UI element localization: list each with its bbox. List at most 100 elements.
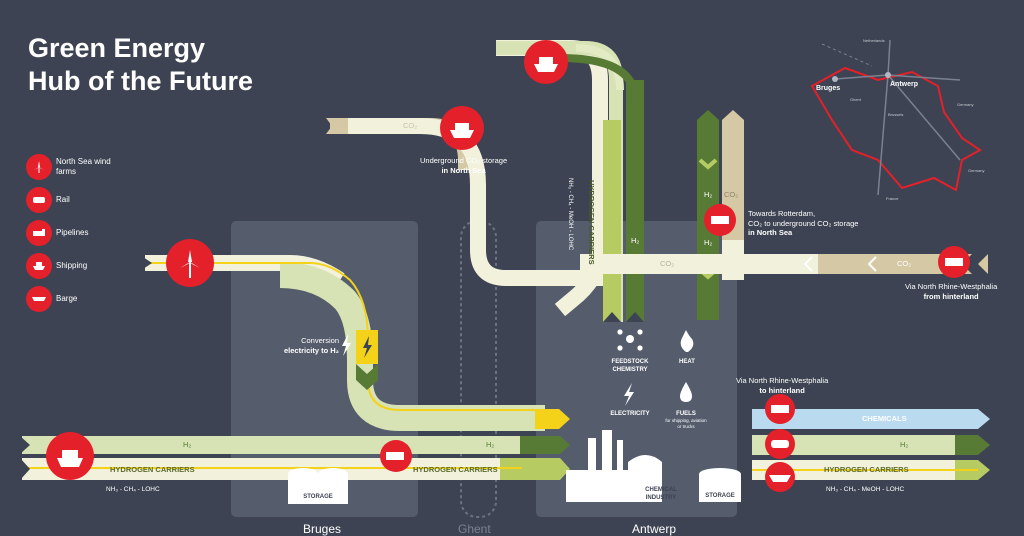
carriers-label-left: HYDROGEN CARRIERS bbox=[110, 465, 195, 474]
chemical-line1: CHEMICAL bbox=[645, 487, 677, 493]
legend-item-shipping: Shipping bbox=[26, 249, 116, 282]
pipeline-icon-mid bbox=[380, 440, 412, 472]
carriers-vertical-lime-bar bbox=[603, 120, 621, 322]
rotterdam-line1: Towards Rotterdam, bbox=[748, 209, 816, 218]
page-title: Green Energy Hub of the Future bbox=[28, 32, 253, 98]
pipeline-icon-chemicals bbox=[765, 394, 795, 424]
h2-stream-right-tip bbox=[978, 435, 990, 455]
heat-label: HEAT bbox=[679, 359, 695, 365]
lightning-icon bbox=[624, 383, 634, 406]
h2-column-dark-top bbox=[697, 110, 719, 120]
co2-storage-line2: in North Sea bbox=[441, 165, 486, 175]
carriers-label-vertical: HYDROGEN CARRIERS bbox=[587, 180, 596, 265]
feedstock-line1: FEEDSTOCK bbox=[611, 359, 649, 365]
fuels-sub1: for shipping, aviation bbox=[665, 418, 707, 423]
h2-stream-left-dark bbox=[520, 436, 560, 454]
co2-storage-label: Underground CO₂ storage in North Sea bbox=[420, 156, 507, 175]
legend-label: Barge bbox=[56, 293, 78, 303]
storage-label-bruges: STORAGE bbox=[303, 494, 333, 500]
chemicals-stream-tip bbox=[978, 409, 990, 429]
carriers-label-right: HYDROGEN CARRIERS bbox=[824, 465, 909, 474]
h2-label-right: H₂ bbox=[900, 440, 909, 449]
nrw-dest-label: Via North Rhine-Westphalia to hinterland bbox=[736, 376, 828, 395]
nrw-dest-line1: Via North Rhine-Westphalia bbox=[736, 376, 829, 385]
pipeline-icon-rotterdam bbox=[704, 204, 736, 236]
barge-icon bbox=[26, 285, 52, 312]
fuels-sub2: or trucks bbox=[677, 423, 695, 429]
molecule-icon bbox=[617, 329, 643, 351]
chemical-industry-label: CHEMICAL INDUSTRY bbox=[636, 486, 686, 502]
chemical-line2: INDUSTRY bbox=[645, 495, 677, 501]
storage-tank-bruges bbox=[288, 468, 348, 504]
chemicals-label: CHEMICALS bbox=[862, 414, 907, 423]
lightning-conversion-icon bbox=[342, 334, 351, 356]
flame-icon bbox=[680, 330, 694, 352]
nrw-dest-line2: to hinterland bbox=[759, 385, 805, 395]
nrw-source-line2: from hinterland bbox=[923, 291, 979, 301]
map-brussels: Brussels bbox=[888, 112, 904, 117]
map-ghent: Ghent bbox=[850, 97, 861, 102]
ship-icon-co2 bbox=[440, 106, 484, 150]
city-ghent: Ghent bbox=[458, 522, 491, 536]
electricity-label: ELECTRICITY bbox=[610, 411, 650, 417]
pipeline-icon-nrw bbox=[938, 246, 970, 278]
pipeline-icon bbox=[26, 219, 52, 246]
rotterdam-line3: in North Sea bbox=[748, 228, 793, 237]
h2-label-column: H₂ bbox=[631, 236, 640, 245]
storage-tank-antwerp bbox=[699, 468, 741, 502]
legend-label: Pipelines bbox=[56, 227, 89, 237]
feedstock-line2: CHEMISTRY bbox=[612, 367, 648, 373]
conversion-label: Conversion electricity to H₂ bbox=[284, 336, 339, 355]
h2-stream-right bbox=[752, 435, 978, 455]
legend-item-pipelines: Pipelines bbox=[26, 216, 116, 249]
barge-icon-carriers bbox=[765, 462, 795, 492]
co2-label-right: CO₂ bbox=[897, 259, 912, 268]
belgium-map bbox=[810, 39, 982, 196]
chemical-industry-plant bbox=[566, 430, 662, 502]
train-icon-h2 bbox=[765, 429, 795, 459]
rotterdam-line2: CO₂ to underground CO₂ storage bbox=[748, 218, 859, 228]
carriers-label-mid: HYDROGEN CARRIERS bbox=[413, 465, 498, 474]
carriers-vertical-formula: NH₃ - CH₄ - MeOH - LOHC bbox=[567, 178, 573, 251]
wind-turbine-icon-main bbox=[166, 239, 214, 287]
lightning-yellow-icon bbox=[363, 336, 372, 358]
ship-icon-bottom bbox=[46, 432, 94, 480]
city-antwerp: Antwerp bbox=[632, 522, 677, 536]
h2-label-vertical2: H₂ bbox=[704, 238, 713, 247]
h2-column-chevron bbox=[698, 158, 718, 170]
legend: North Sea wind farms Rail Pipelines Ship… bbox=[26, 150, 116, 315]
legend-item-barge: Barge bbox=[26, 282, 116, 315]
h2-stream-left-tip bbox=[560, 436, 570, 454]
map-bruges: Bruges bbox=[816, 85, 841, 92]
conversion-dark-chevron bbox=[356, 364, 378, 390]
legend-label: Rail bbox=[56, 194, 70, 204]
conversion-line2: electricity to H₂ bbox=[284, 345, 340, 355]
h2-label-left2: H₂ bbox=[486, 440, 495, 449]
co2-top-arrow-end bbox=[326, 118, 340, 134]
nrw-source-line1: Via North Rhine-Westphalia bbox=[905, 282, 998, 291]
h2-stream-left-light bbox=[22, 436, 520, 454]
co2-column-top bbox=[722, 110, 744, 120]
co2-horizontal-cream bbox=[580, 254, 820, 274]
ship-icon-top bbox=[524, 40, 568, 84]
co2-label-vertical: CO₂ bbox=[724, 190, 739, 199]
storage-label-antwerp: STORAGE bbox=[705, 493, 735, 499]
h2-output-yellow bbox=[535, 409, 559, 429]
co2-storage-line1: Underground CO₂ storage bbox=[420, 156, 508, 165]
carriers-stream-left-lime bbox=[500, 458, 560, 480]
legend-item-rail: Rail bbox=[26, 183, 116, 216]
map-germany-bottom: Germany bbox=[968, 168, 985, 173]
wind-turbine-icon bbox=[26, 153, 52, 180]
map-antwerp: Antwerp bbox=[890, 81, 918, 88]
h2-output-tip bbox=[559, 409, 570, 429]
fuels-label: FUELS for shipping, aviation or trucks bbox=[657, 410, 715, 429]
carriers-formula-right: NH₃ - CH₄ - MeOH - LOHC bbox=[826, 486, 905, 493]
wind-route-yellow bbox=[145, 262, 369, 341]
chemicals-stream bbox=[752, 409, 978, 429]
left-stream-start2 bbox=[20, 458, 30, 480]
conversion-line1: Conversion bbox=[301, 336, 340, 345]
h2-vertical-arrow bbox=[626, 312, 644, 322]
carriers-stream-right-tip bbox=[978, 460, 990, 480]
map-germany-top: Germany bbox=[957, 102, 974, 107]
city-bruges: Bruges bbox=[303, 522, 342, 536]
